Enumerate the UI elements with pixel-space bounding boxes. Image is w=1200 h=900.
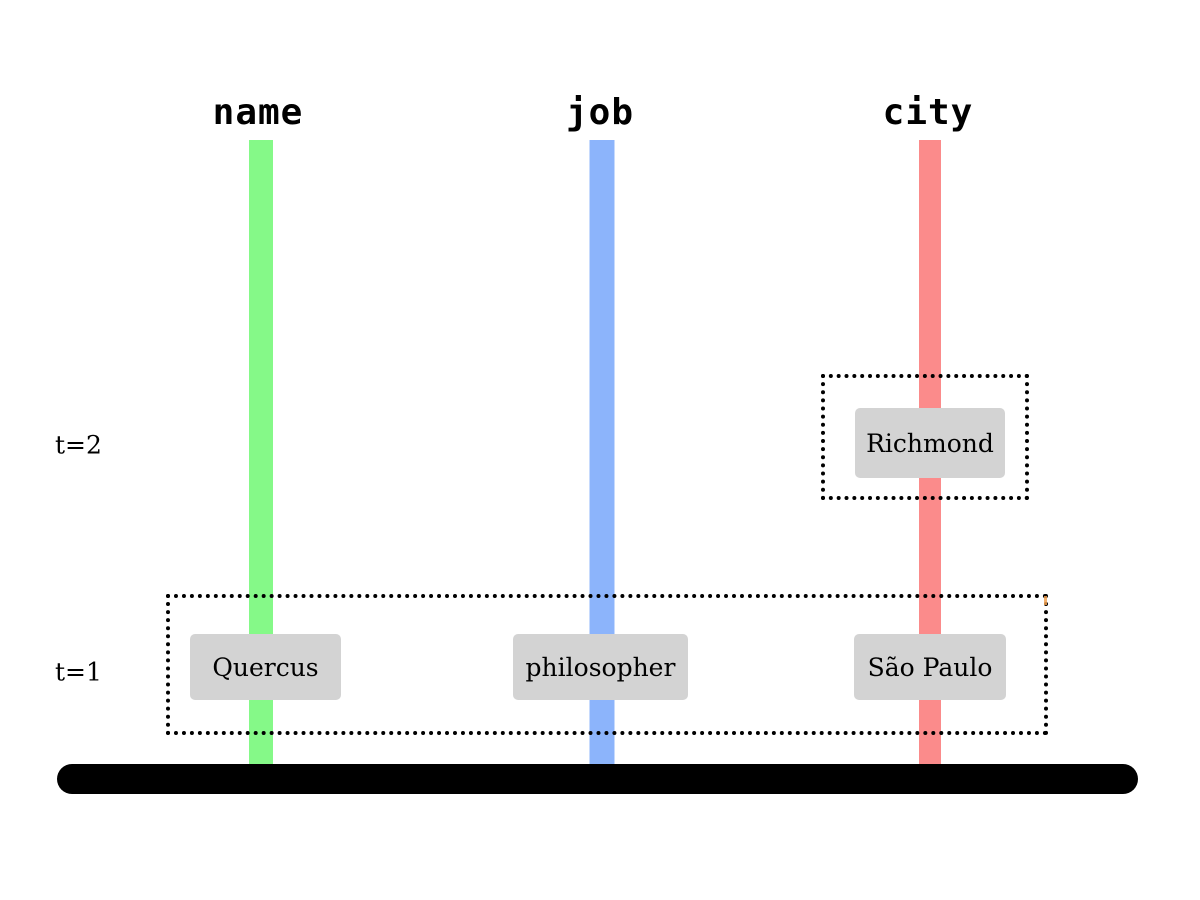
value-box-city-t1[interactable]: São Paulo	[854, 634, 1006, 700]
corner-speck	[1044, 596, 1047, 605]
column-label-job: job	[565, 92, 635, 133]
value-box-job-t1[interactable]: philosopher	[513, 634, 688, 700]
column-label-name: name	[212, 92, 304, 133]
value-box-city-t2[interactable]: Richmond	[855, 408, 1005, 478]
time-step-frame-t1	[166, 594, 1048, 735]
time-step-label-t2: t=2	[55, 430, 102, 460]
base-bar	[57, 764, 1138, 794]
column-label-city: city	[882, 92, 974, 133]
time-step-frame-t2	[821, 374, 1029, 500]
value-box-name-t1[interactable]: Quercus	[190, 634, 341, 700]
time-step-label-t1: t=1	[55, 657, 102, 687]
